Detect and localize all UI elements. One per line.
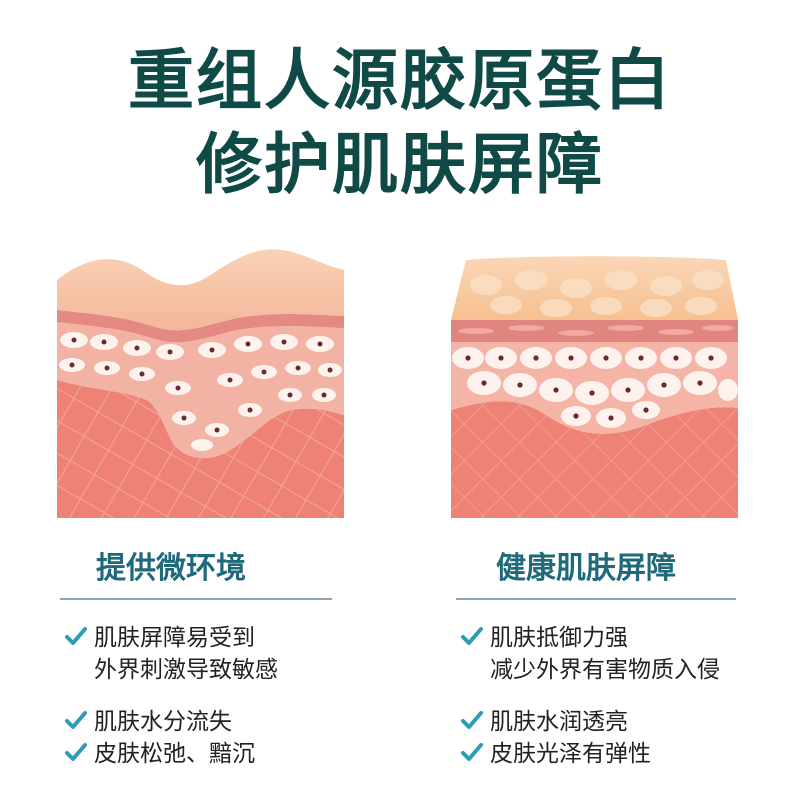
list-item-text: 肌肤屏障易受到 bbox=[94, 625, 255, 651]
left-heading: 提供微环境 bbox=[96, 551, 246, 586]
list-item: 肌肤水润透亮 bbox=[460, 706, 720, 738]
check-icon bbox=[65, 711, 87, 729]
list-item-text: 肌肤抵御力强 bbox=[490, 625, 628, 651]
list-item-text: 肌肤水分流失 bbox=[94, 709, 232, 735]
list-item: 肌肤屏障易受到 外界刺激导致敏感 bbox=[64, 622, 278, 686]
list-item-text: 肌肤水润透亮 bbox=[490, 709, 628, 735]
check-icon bbox=[461, 711, 483, 729]
list-item: 肌肤水分流失 bbox=[64, 706, 278, 738]
page-title-line1: 重组人源胶原蛋白 bbox=[128, 42, 672, 119]
right-heading: 健康肌肤屏障 bbox=[496, 551, 676, 586]
healthy-skin-illustration bbox=[446, 240, 746, 530]
right-divider bbox=[456, 598, 736, 600]
damaged-skin-illustration bbox=[52, 240, 352, 530]
list-item: 皮肤松弛、黯沉 bbox=[64, 738, 278, 770]
list-item-text: 皮肤松弛、黯沉 bbox=[94, 741, 255, 767]
left-divider bbox=[60, 598, 332, 600]
check-icon bbox=[65, 743, 87, 761]
check-icon bbox=[65, 627, 87, 645]
check-icon bbox=[461, 627, 483, 645]
list-item: 肌肤抵御力强 减少外界有害物质入侵 bbox=[460, 622, 720, 686]
left-feature-list: 肌肤屏障易受到 外界刺激导致敏感 肌肤水分流失 皮肤松弛、黯沉 bbox=[64, 622, 278, 770]
page-title-line2: 修护肌肤屏障 bbox=[196, 126, 604, 203]
list-item-text: 外界刺激导致敏感 bbox=[94, 657, 278, 683]
list-item-text: 皮肤光泽有弹性 bbox=[490, 741, 651, 767]
right-feature-list: 肌肤抵御力强 减少外界有害物质入侵 肌肤水润透亮 皮肤光泽有弹性 bbox=[460, 622, 720, 770]
list-item: 皮肤光泽有弹性 bbox=[460, 738, 720, 770]
list-item-text: 减少外界有害物质入侵 bbox=[490, 657, 720, 683]
check-icon bbox=[461, 743, 483, 761]
